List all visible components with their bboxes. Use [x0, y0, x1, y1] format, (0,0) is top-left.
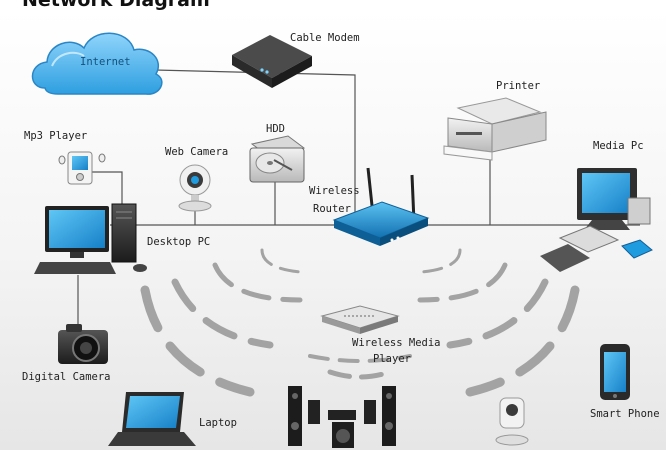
wireless-media-player-label-line1: Wireless Media	[352, 337, 441, 349]
web-camera-icon	[178, 164, 212, 212]
printer-label: Printer	[496, 80, 541, 92]
digital-camera-label: Digital Camera	[22, 371, 111, 383]
mp3-cable	[80, 171, 123, 210]
hdd-icon	[249, 135, 306, 183]
media-pc-label: Media Pc	[593, 140, 644, 152]
desktop-pc-label: Desktop PC	[147, 236, 211, 248]
wireless-waves	[140, 248, 580, 397]
wireless-media-player-label-line2: Player	[373, 353, 411, 365]
internet-cloud-icon	[31, 32, 163, 95]
wireless-router-icon	[332, 167, 430, 246]
smart-phone-label: Smart Phone	[590, 408, 660, 420]
digital-camera-icon	[58, 324, 108, 364]
laptop-icon	[108, 392, 196, 446]
desktop-pc-icon	[34, 203, 147, 274]
web-camera-label: Web Camera	[165, 146, 229, 158]
internet-label: Internet	[80, 56, 131, 68]
speaker-system-icon	[288, 386, 396, 448]
smart-phone-icon	[600, 344, 630, 400]
cable-modem-label: Cable Modem	[290, 32, 360, 44]
ip-camera-icon	[495, 397, 529, 446]
mp3-player-icon	[58, 151, 106, 185]
wireless-router-label-line1: Wireless	[309, 185, 360, 197]
mp3-player-label: Mp3 Player	[24, 130, 88, 142]
printer-icon	[443, 97, 547, 161]
laptop-label: Laptop	[199, 417, 237, 429]
cable-modem-icon	[232, 35, 312, 88]
internet-modem-cable	[154, 69, 356, 225]
wireless-media-player-icon	[320, 305, 400, 334]
hdd-label: HDD	[266, 123, 285, 135]
media-pc-icon	[540, 168, 653, 272]
wireless-router-label-line2: Router	[313, 203, 351, 215]
diagram-title: Network Diagram	[22, 0, 210, 11]
